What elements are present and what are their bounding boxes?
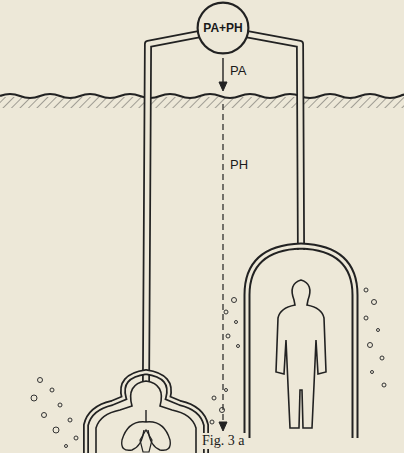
node-text: PA+PH	[203, 21, 242, 35]
air-bubbles	[31, 288, 386, 448]
pressure-label: PH	[229, 158, 249, 172]
figure-caption: Fig. 3 a	[200, 433, 246, 449]
pressure-label: PA	[229, 64, 247, 78]
diving-bell	[247, 246, 355, 438]
pressure-arrows	[219, 58, 227, 431]
pressure-chamber: PA+PH	[196, 1, 250, 55]
water-surface	[0, 94, 404, 108]
diver-figure	[86, 372, 206, 453]
man-figure	[276, 280, 326, 428]
